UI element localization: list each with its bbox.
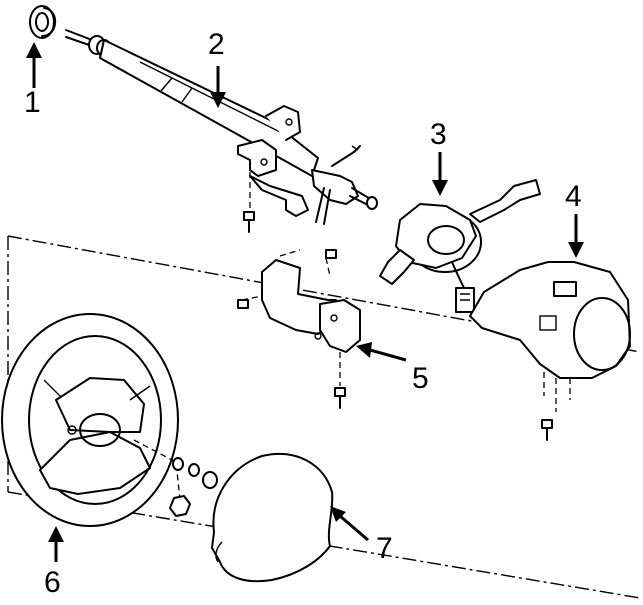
part-5-mounting-bracket <box>237 249 361 409</box>
part-7-airbag-pad <box>211 452 334 583</box>
callout-label-5: 5 <box>412 362 429 395</box>
part-2-steering-column <box>65 29 378 233</box>
part-6-steering-wheel <box>1 313 218 527</box>
callout-label-4: 4 <box>565 180 582 213</box>
callout-label-3: 3 <box>430 118 447 151</box>
part-4-column-cover <box>469 261 631 441</box>
part-3-combination-switch <box>379 179 541 313</box>
callout-label-1: 1 <box>24 86 41 119</box>
callout-label-2: 2 <box>208 28 225 61</box>
part-1-bushing <box>29 5 57 39</box>
callout-label-7: 7 <box>376 532 393 565</box>
callout-label-6: 6 <box>44 566 61 599</box>
callout-arrows <box>26 42 584 562</box>
